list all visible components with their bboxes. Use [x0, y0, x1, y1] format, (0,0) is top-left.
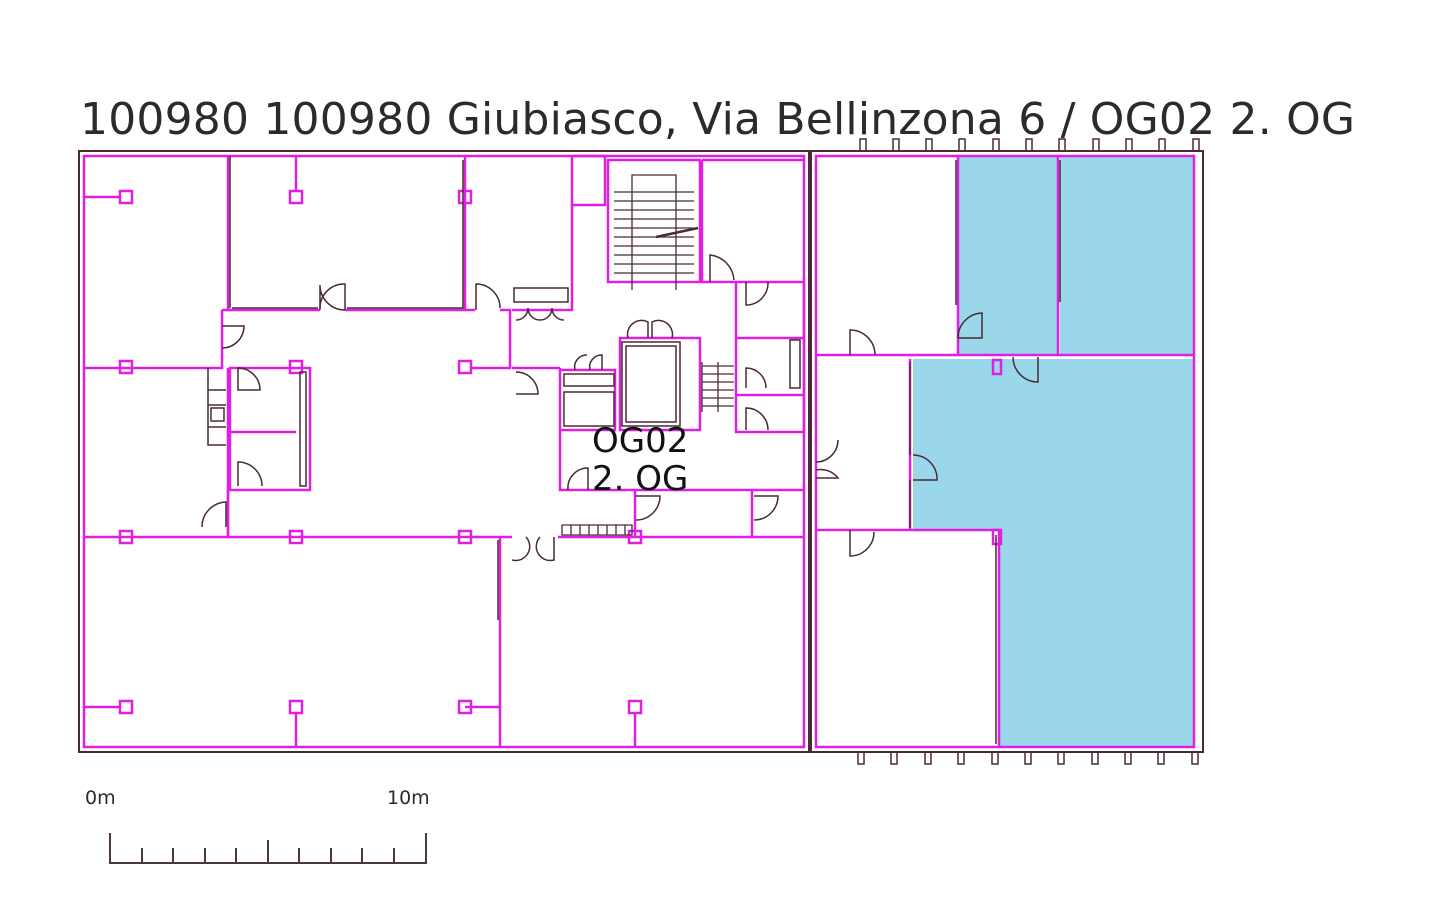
floor-code: OG02 [592, 421, 689, 461]
outer-walls [78, 150, 1204, 753]
room-e-large[interactable] [913, 359, 1193, 746]
dark-walls [207, 156, 1061, 744]
room-ne-1[interactable] [958, 157, 1058, 354]
page-title: 100980 100980 Giubiasco, Via Bellinzona … [80, 94, 1356, 145]
floor-name: 2. OG [592, 459, 689, 499]
staircase [561, 174, 734, 536]
scale-end-label: 10m [387, 787, 430, 809]
floor-label: OG02 2. OG [592, 422, 688, 498]
scale-start-label: 0m [85, 787, 116, 809]
highlighted-rooms [913, 157, 1193, 746]
doors [201, 254, 1039, 562]
facade-fins [857, 138, 1200, 765]
room-ne-2[interactable] [1060, 157, 1193, 354]
